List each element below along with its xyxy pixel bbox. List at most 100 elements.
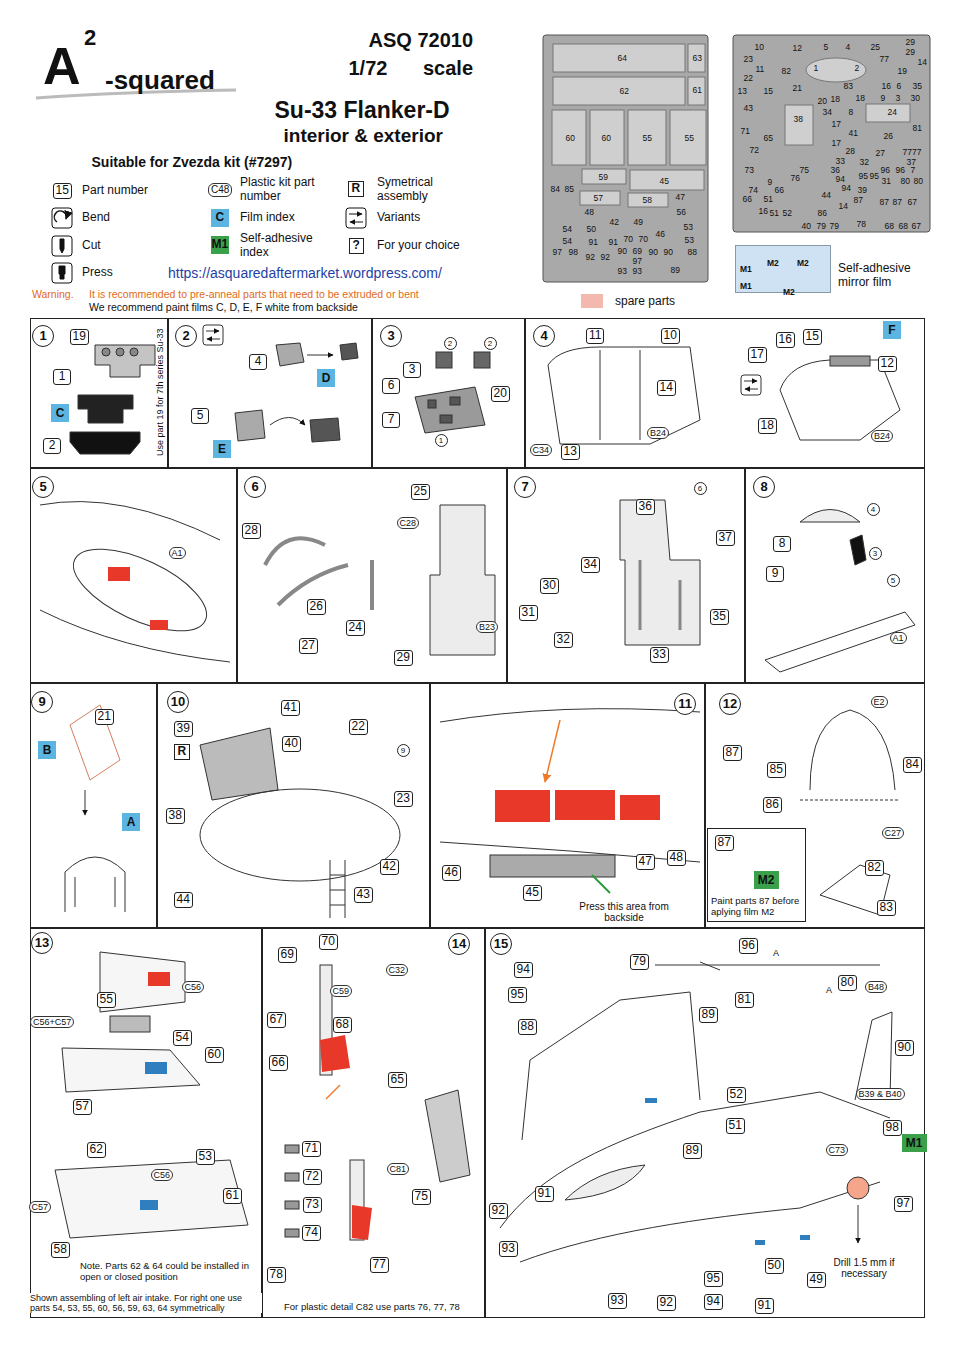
- callout-number: 14: [657, 380, 676, 396]
- callout-number: 40: [282, 736, 301, 752]
- callout-number: 2: [43, 438, 61, 454]
- fret-part-number: 95: [859, 172, 868, 181]
- legend-text: Press: [82, 266, 113, 280]
- fret-part-number: 55: [643, 134, 652, 143]
- fret-part-number: 17: [832, 120, 841, 129]
- callout-number: 55: [97, 992, 116, 1008]
- callout-number: 93: [499, 1241, 518, 1257]
- fret-part-number: 54: [563, 225, 572, 234]
- kit-part-number: C56: [151, 1169, 174, 1181]
- kit-part-number: E2: [871, 696, 888, 708]
- fret-part-number: 63: [693, 54, 702, 63]
- film-mark: M1: [740, 282, 752, 291]
- step-number: 3: [380, 325, 402, 347]
- step-number: 1: [32, 325, 54, 347]
- alignment-mark: A: [826, 985, 832, 995]
- fret-part-number: 41: [849, 129, 858, 138]
- fret-part-number: 76: [791, 174, 800, 183]
- fret-part-number: 94: [842, 184, 851, 193]
- fret-part-number: 95: [870, 172, 879, 181]
- callout-number: 20: [491, 386, 510, 402]
- web-address: https://asquaredaftermarket.wordpress.co…: [168, 265, 442, 281]
- callout-number: 82: [865, 860, 884, 876]
- step-panel: 5: [30, 468, 237, 683]
- fret-part-number: 16: [759, 207, 768, 216]
- fret-part-number: 39: [858, 186, 867, 195]
- callout-number: 18: [758, 418, 777, 434]
- fret-part-number: 13: [738, 87, 747, 96]
- callout-number: 81: [735, 992, 754, 1008]
- callout-number: 53: [196, 1149, 215, 1165]
- kit-part-number: B24: [871, 430, 893, 442]
- callout-number: 93: [608, 1293, 627, 1309]
- kit-part-number: B23: [476, 621, 498, 633]
- step-number: 7: [514, 476, 536, 498]
- symbol-letter: R: [174, 744, 191, 760]
- film-mark: M2: [797, 259, 809, 268]
- kit-part-number: C27: [882, 827, 905, 839]
- legend-text: Bend: [82, 211, 110, 225]
- fret-part-number: 23: [744, 55, 753, 64]
- fret-part-number: 28: [846, 147, 855, 156]
- fret-part-number: 55: [685, 134, 694, 143]
- legend-text: Plastic kit part number: [240, 176, 315, 204]
- fret-part-number: 10: [755, 43, 764, 52]
- film-index: A: [122, 813, 140, 831]
- fret-part-number: 65: [764, 134, 773, 143]
- callout-number: 72: [303, 1169, 322, 1185]
- kit-part-number: C57: [29, 1201, 52, 1213]
- fret-part-number: 98: [569, 248, 578, 257]
- callout-number: 35: [710, 609, 729, 625]
- step-panel: 2DE: [168, 318, 372, 468]
- film-mark: M2: [783, 288, 795, 297]
- fret-part-number: 64: [618, 54, 627, 63]
- fret-part-number: 96: [896, 166, 905, 175]
- fret-part-number: 90: [664, 248, 673, 257]
- logo-text: 2: [84, 27, 96, 49]
- callout-number: 9: [766, 566, 784, 582]
- fret-part-number: 67: [912, 222, 921, 231]
- fret-part-number: 69: [633, 247, 642, 256]
- fret-part-number: 14: [918, 58, 927, 67]
- logo-text: -squared: [105, 67, 215, 93]
- fret-part-number: 52: [783, 209, 792, 218]
- film-letter: C: [56, 406, 65, 420]
- step-number: 5: [32, 476, 54, 498]
- callout-number: 94: [704, 1294, 723, 1310]
- fret-part-number: 27: [876, 149, 885, 158]
- callout-number: 15: [803, 329, 822, 345]
- callout-number: 51: [726, 1118, 745, 1134]
- key-sample: M1: [212, 238, 229, 252]
- fret-part-number: 22: [744, 74, 753, 83]
- step-number: 12: [719, 693, 741, 715]
- callout-number: 25: [411, 484, 430, 500]
- note: Press this area from backside: [579, 901, 669, 924]
- callout-number: 11: [586, 328, 604, 344]
- callout-number: 61: [223, 1188, 242, 1204]
- callout-number: 4: [249, 354, 267, 370]
- step-panel: 11: [430, 683, 705, 928]
- fret-part-number: 45: [660, 177, 669, 186]
- subtitle: interior & exterior: [284, 125, 443, 147]
- callout-number: 68: [333, 1017, 352, 1033]
- callout-number: 87: [715, 835, 734, 851]
- product-code: ASQ 72010: [369, 29, 474, 52]
- callout-number: 32: [554, 632, 573, 648]
- fret-part-number: 42: [610, 218, 619, 227]
- fret-part-number: 38: [794, 115, 803, 124]
- callout-number: 83: [877, 900, 896, 916]
- step-number: 10: [167, 691, 189, 713]
- fret-part-number: 79: [830, 222, 839, 231]
- fret-part-number: 5: [824, 43, 829, 52]
- fret-part-number: 86: [818, 209, 827, 218]
- callout-number: 98: [883, 1120, 902, 1136]
- callout-number: 21: [95, 709, 114, 725]
- logo-text: A: [43, 40, 81, 92]
- sub-assembly-number: 9: [397, 744, 410, 757]
- callout-number: 46: [442, 865, 461, 881]
- film-index: C: [51, 404, 69, 422]
- fret-part-number: 81: [913, 124, 922, 133]
- fret-part-number: 60: [566, 134, 575, 143]
- callout-number: 57: [73, 1099, 92, 1115]
